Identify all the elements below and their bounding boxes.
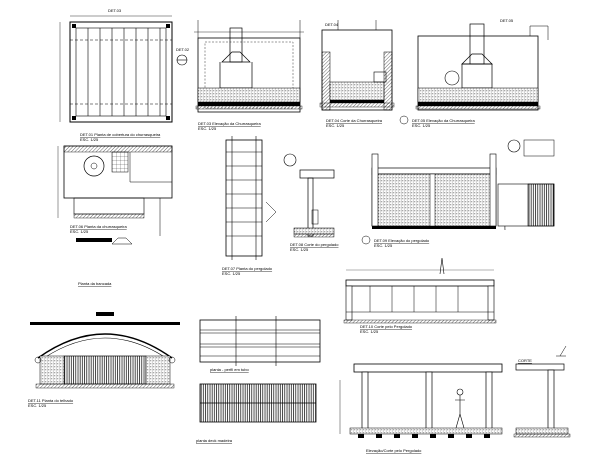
view12-title: planta deck madeira: [196, 438, 233, 443]
view-bbq-elevation-2: DET.05 DET.05 Elevação da Churrasqueira …: [399, 18, 549, 128]
view2-title: DET.03 Elevação da Churrasqueira: [198, 121, 261, 126]
view3-title: DET.04 Corte da Churrasqueira: [326, 118, 383, 123]
view8-scale: ESC. 1/25: [374, 243, 393, 248]
view13-title: Elevação/Corte pelo Pergolado: [366, 448, 422, 453]
view4-title: DET.05 Elevação da Churrasqueira: [412, 118, 475, 123]
view-pergola-section: DET.08 Corte do pergolado ESC. 1/25: [283, 153, 339, 252]
view-roof-plan: DET.02 DET.03 DET.01 Planta de cobertura…: [59, 8, 190, 142]
view-bbq-plan: DET.06 Planta da churrasqueira ESC. 1/25…: [57, 145, 173, 286]
view2-scale: ESC. 1/25: [198, 126, 217, 131]
view5-scale: ESC. 1/25: [70, 229, 89, 234]
view-roof-arc: DET.11 Planta do telhado ESC. 1/25: [28, 312, 180, 408]
view14-title: CORTE: [518, 358, 532, 363]
view-corte: CORTE: [513, 345, 571, 438]
view1-title: DET.01 Planta de cobertura do churrasque…: [80, 132, 161, 137]
view1-scale: ESC. 1/25: [80, 137, 99, 142]
det-marker-b: DET.03: [108, 8, 122, 13]
view7-scale: ESC. 1/25: [290, 247, 309, 252]
view-pergola-long-section: DET.10 Corte pelo Pergolado ESC. 1/25: [343, 257, 497, 334]
view6-scale: ESC. 1/25: [222, 271, 241, 276]
view6-title: DET.07 Planta do pergolado: [222, 266, 273, 271]
view10-scale: ESC. 1/25: [28, 403, 47, 408]
view8-title: DET.09 Elevação do pergolado: [374, 238, 430, 243]
view7-title: DET.08 Corte do pergolado: [290, 242, 339, 247]
view-deck-plan: planta deck madeira: [196, 383, 317, 443]
view10-title: DET.11 Planta do telhado: [28, 398, 74, 403]
view9-scale: ESC. 1/25: [360, 329, 379, 334]
det-marker-c: DET.04: [325, 22, 339, 27]
view4-scale: ESC. 1/25: [412, 123, 431, 128]
view5b-title: Planta da bancada: [78, 281, 112, 286]
view-tube-profile: planta - perfil em tubo: [199, 316, 321, 372]
det-marker-a: DET.02: [176, 47, 190, 52]
view-pergola-elevation: DET.09 Elevação do pergolado ESC. 1/25: [361, 139, 555, 248]
view-pergola-figure: Elevação/Corte pelo Pergolado: [339, 363, 503, 453]
det-marker-d: DET.05: [500, 18, 514, 23]
view-pergola-plan: DET.07 Planta do pergolado ESC. 1/25: [222, 136, 277, 276]
view-bbq-section: DET.04 DET.04 Corte da Churrasqueira ESC…: [319, 20, 395, 128]
view-bbq-elevation-1: DET.03 Elevação da Churrasqueira ESC. 1/…: [194, 20, 304, 131]
view3-scale: ESC. 1/25: [326, 123, 345, 128]
view5-title: DET.06 Planta da churrasqueira: [70, 224, 127, 229]
view9-title: DET.10 Corte pelo Pergolado: [360, 324, 413, 329]
view11-title: planta - perfil em tubo: [210, 367, 249, 372]
